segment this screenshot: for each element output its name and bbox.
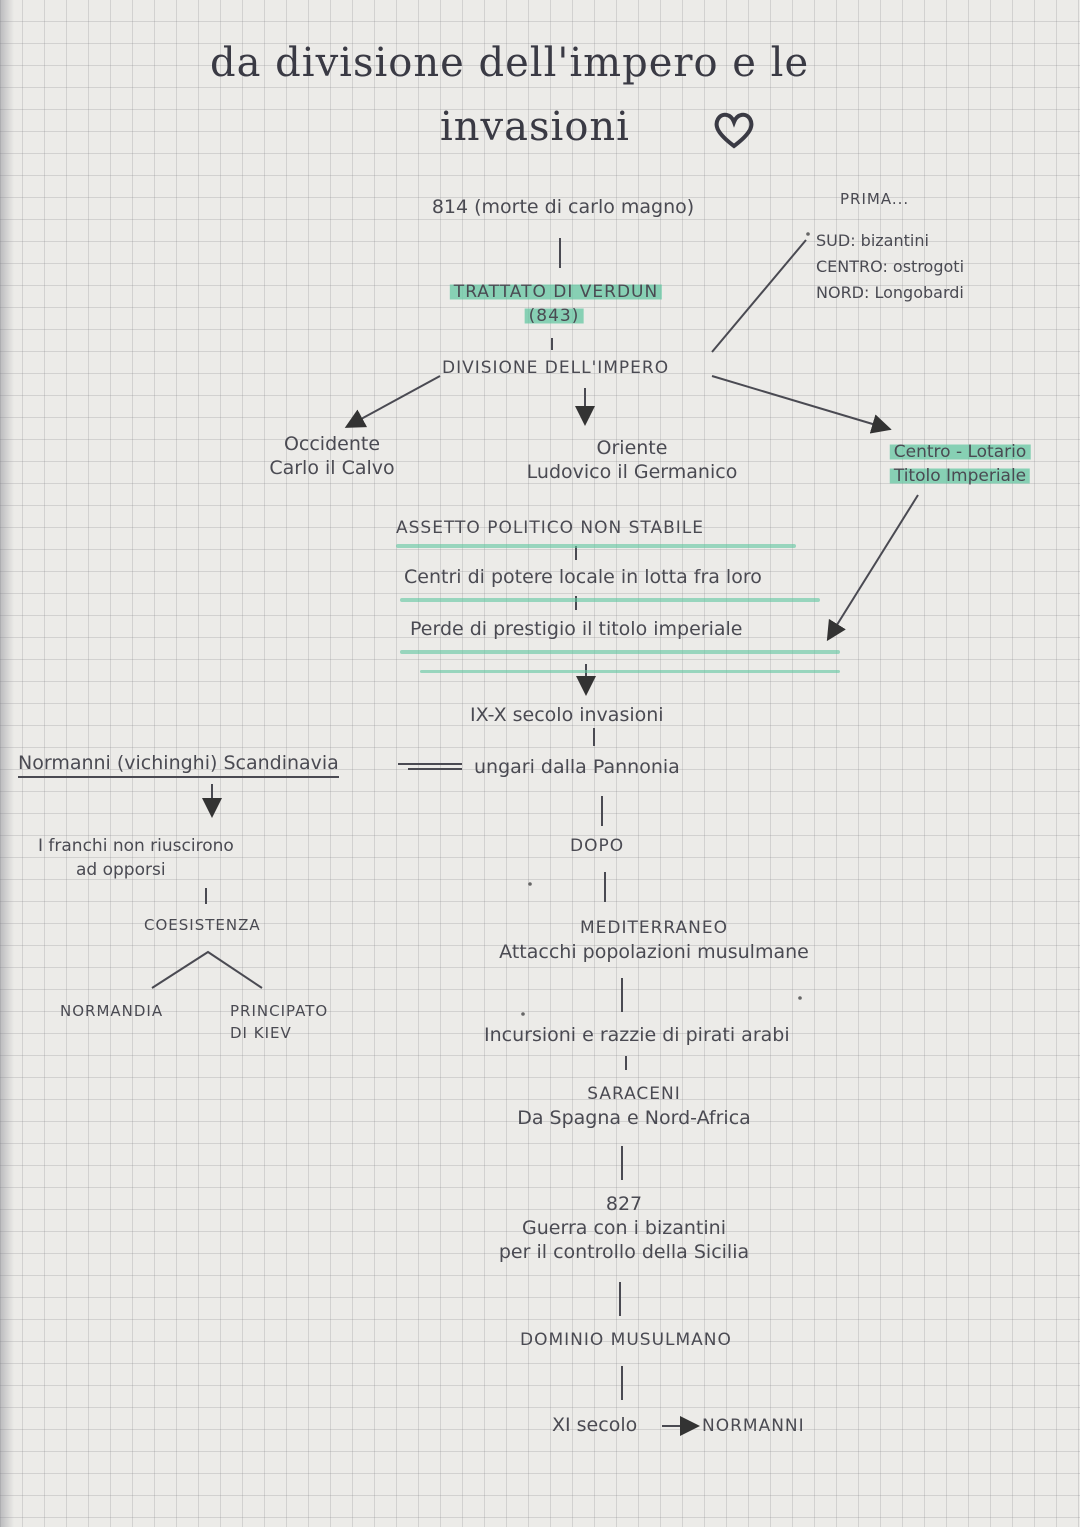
assetto-underline xyxy=(396,544,796,548)
node-secolo-invasioni: IX-X secolo invasioni xyxy=(470,704,664,726)
mediterraneo-attacchi: Attacchi popolazioni musulmane xyxy=(499,941,809,963)
year-827: 827 xyxy=(605,1193,643,1215)
perde-underline xyxy=(400,650,840,654)
node-xi-secolo: XI secolo xyxy=(552,1414,638,1436)
prima-block: SUD: bizantini CENTRO: ostrogoti NORD: L… xyxy=(816,228,964,306)
node-dominio: DOMINIO MUSULMANO xyxy=(520,1330,732,1350)
node-perde-prestigio: Perde di prestigio il titolo imperiale xyxy=(410,618,743,640)
node-occidente: Occidente Carlo il Calvo xyxy=(269,432,394,480)
node-normandia: NORMANDIA xyxy=(60,1002,164,1020)
node-827: 827 Guerra con i bizantini per il contro… xyxy=(499,1192,749,1264)
franchi-line-2: ad opporsi xyxy=(76,860,166,880)
node-normanni-end: NORMANNI xyxy=(702,1416,805,1436)
node-oriente: Oriente Ludovico il Germanico xyxy=(527,436,738,484)
heart-icon xyxy=(714,112,754,149)
node-ungari: ungari dalla Pannonia xyxy=(474,756,680,778)
centro-title: Titolo Imperiale xyxy=(889,466,1031,486)
node-franchi: I franchi non riuscirono ad opporsi xyxy=(38,834,234,882)
node-centro: Centro - Lotario Titolo Imperiale xyxy=(889,440,1031,488)
trattato-year: (843) xyxy=(524,306,584,326)
node-mediterraneo: MEDITERRANEO Attacchi popolazioni musulm… xyxy=(499,916,809,964)
node-divisione: DIVISIONE DELL'IMPERO xyxy=(442,358,670,378)
oriente-ruler: Ludovico il Germanico xyxy=(526,461,738,483)
node-trattato-year: (843) xyxy=(524,306,584,326)
node-saraceni: SARACENI Da Spagna e Nord-Africa xyxy=(517,1082,751,1130)
prima-heading: PRIMA... xyxy=(840,190,910,208)
node-centri-potere: Centri di potere locale in lotta fra lor… xyxy=(404,566,762,588)
perde-underline-2 xyxy=(420,670,840,673)
node-814: 814 (morte di carlo magno) xyxy=(431,196,695,218)
node-dopo: DOPO xyxy=(570,836,625,856)
node-normanni: Normanni (vichinghi) Scandinavia xyxy=(18,752,339,778)
mediterraneo-label: MEDITERRANEO xyxy=(579,918,729,938)
guerra-line-1: Guerra con i bizantini xyxy=(522,1217,726,1239)
saraceni-label: SARACENI xyxy=(587,1084,681,1104)
trattato-title: TRATTATO DI VERDUN xyxy=(449,282,663,302)
franchi-line-1: I franchi non riuscirono xyxy=(38,836,234,856)
occidente-label: Occidente xyxy=(283,433,381,455)
node-assetto: ASSETTO POLITICO NON STABILE xyxy=(396,518,704,538)
node-trattato-verdun: TRATTATO DI VERDUN xyxy=(449,282,663,302)
node-coesistenza: COESISTENZA xyxy=(144,916,261,934)
saraceni-origin: Da Spagna e Nord-Africa xyxy=(517,1107,751,1129)
node-incursioni: Incursioni e razzie di pirati arabi xyxy=(484,1024,790,1046)
oriente-label: Oriente xyxy=(596,437,668,459)
occidente-ruler: Carlo il Calvo xyxy=(269,457,395,479)
principato-line-1: PRINCIPATO xyxy=(230,1002,329,1020)
normanni-label: Normanni (vichinghi) Scandinavia xyxy=(18,752,339,778)
centro-label: Centro - Lotario xyxy=(889,442,1031,462)
prima-sud: SUD: bizantini xyxy=(816,231,929,250)
prima-centro: CENTRO: ostrogoti xyxy=(816,257,965,276)
node-principato-kiev: PRINCIPATO DI KIEV xyxy=(230,1000,328,1044)
prima-nord: NORD: Longobardi xyxy=(816,283,964,302)
centri-underline xyxy=(400,598,820,602)
principato-line-2: DI KIEV xyxy=(230,1024,292,1042)
title-line-1: da divisione dell'impero e le xyxy=(210,40,810,86)
title-line-2: invasioni xyxy=(440,104,630,150)
guerra-line-2: per il controllo della Sicilia xyxy=(498,1241,750,1263)
